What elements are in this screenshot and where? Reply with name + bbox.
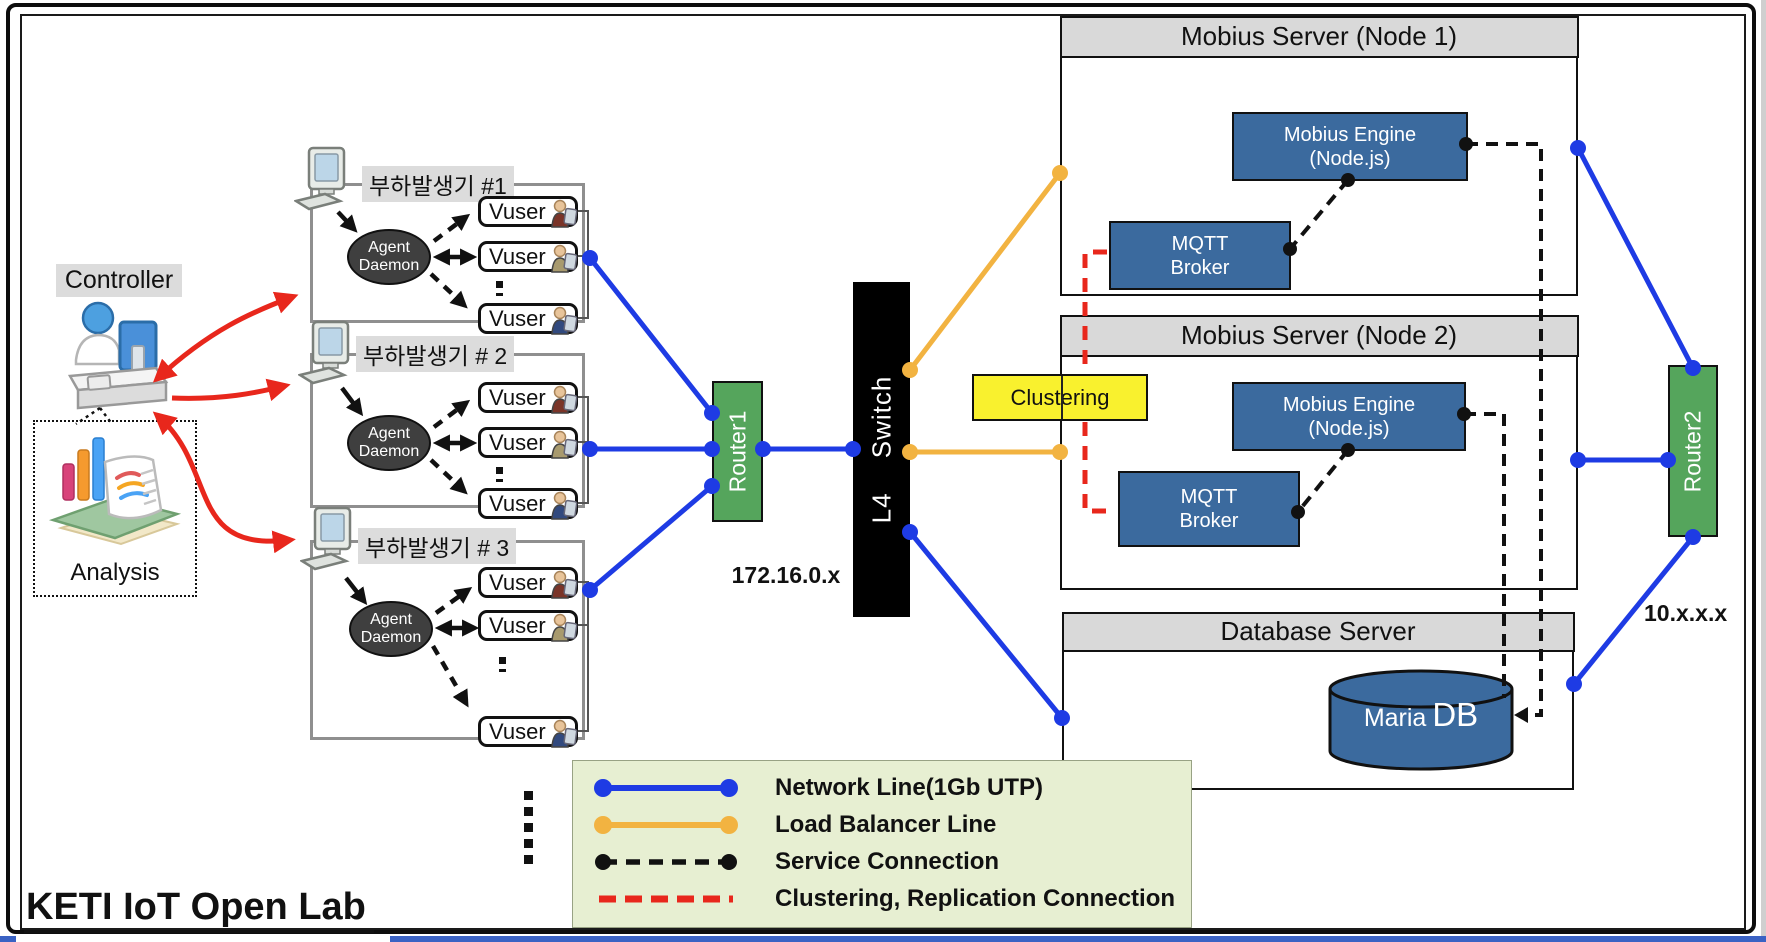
user-person-icon (549, 384, 579, 419)
agent-daemon-3: Agent Daemon (349, 601, 433, 657)
vuser-box: Vuser (478, 716, 578, 748)
legend-label: Service Connection (775, 847, 1000, 875)
vuser-box: Vuser (478, 196, 578, 228)
mariadb-label-part: DB (1432, 696, 1479, 733)
user-person-icon (549, 243, 579, 278)
screenshot-right-edge (1761, 0, 1766, 942)
controller-operator-icon (58, 296, 176, 419)
vuser-box: Vuser (478, 303, 578, 335)
outer-frame (6, 3, 1756, 934)
agent-daemon-2: Agent Daemon (347, 415, 431, 471)
agent-daemon-label: Agent (368, 424, 410, 442)
mobius-server-node1-title: Mobius Server (Node 1) (1059, 15, 1579, 58)
user-person-icon (549, 718, 579, 753)
controller-label: Controller (56, 264, 182, 297)
vuser-label: Vuser (489, 570, 546, 595)
agent-daemon-label: Agent (370, 610, 412, 628)
legend: Network Line(1Gb UTP) Load Balancer Line… (572, 760, 1192, 928)
mobius-server-node1: Mobius Server (Node 1) Mobius Engine (No… (1059, 15, 1579, 296)
analysis-panel: Analysis (33, 420, 197, 597)
mobius-engine-label: Mobius Engine (1283, 123, 1417, 146)
agent-daemon-label: Daemon (358, 443, 420, 460)
router1: Router1 (712, 381, 763, 522)
router2: Router2 (1668, 365, 1718, 537)
vuser-box: Vuser (478, 610, 578, 642)
vuser-box: Vuser (478, 488, 578, 520)
computer-icon (292, 146, 356, 219)
mqtt-broker-node1: MQTT Broker (1109, 221, 1291, 290)
agent-daemon-label: Daemon (358, 257, 420, 274)
load-generator-1-title: 부하발생기 #1 (362, 166, 514, 202)
computer-icon (296, 320, 360, 393)
network-line-sample-icon (594, 778, 738, 797)
load-generator-2-title: 부하발생기 # 2 (356, 336, 515, 372)
mobius-engine-label: (Node.js) (1308, 417, 1390, 440)
mobius-engine-label: (Node.js) (1309, 147, 1391, 170)
mobius-server-node2: Mobius Server (Node 2) Mobius Engine (No… (1059, 314, 1579, 590)
agent-daemon-label: Agent (368, 238, 410, 256)
subnet-label-public: 10.x.x.x (1644, 600, 1728, 626)
vuser-box: Vuser (478, 567, 578, 599)
legend-label: Load Balancer Line (775, 810, 997, 838)
page-title: KETI IoT Open Lab (24, 886, 374, 933)
bottom-accent-bar-left (0, 936, 16, 942)
agent-daemon-label: Daemon (360, 629, 422, 646)
legend-row-clustering: Clustering, Replication Connection (591, 880, 1191, 917)
l4-switch-label: L4 Switch (866, 375, 897, 524)
analysis-label: Analysis (70, 559, 160, 586)
analysis-chart-icon (45, 430, 187, 565)
mobius-server-node2-title: Mobius Server (Node 2) (1059, 314, 1579, 357)
user-person-icon (549, 198, 579, 233)
mobius-engine-node2: Mobius Engine (Node.js) (1232, 382, 1466, 451)
load-balancer-line-sample-icon (594, 815, 738, 834)
user-person-icon (549, 305, 579, 340)
clustering-tag: Clustering (972, 374, 1148, 421)
clustering-connection-sample-icon (599, 895, 733, 902)
vuser-label: Vuser (489, 430, 546, 455)
mqtt-broker-label: Broker (1179, 510, 1239, 532)
vuser-box: Vuser (478, 241, 578, 273)
router2-label: Router2 (1679, 410, 1706, 492)
agent-daemon-1: Agent Daemon (347, 229, 431, 285)
router1-label: Router1 (724, 410, 751, 493)
user-person-icon (549, 569, 579, 604)
computer-icon (298, 506, 362, 579)
legend-label: Network Line(1Gb UTP) (775, 773, 1044, 801)
mobius-engine-label: Mobius Engine (1282, 393, 1416, 416)
mariadb-label-part: Maria (1363, 704, 1427, 732)
vuser-label: Vuser (489, 385, 546, 410)
vuser-label: Vuser (489, 199, 546, 224)
vuser-label: Vuser (489, 491, 546, 516)
mqtt-broker-label: MQTT (1171, 232, 1229, 255)
l4-switch: L4 Switch (853, 282, 910, 617)
load-generator-3-title: 부하발생기 # 3 (358, 528, 517, 564)
vuser-label: Vuser (489, 719, 546, 744)
legend-row-loadbalancer: Load Balancer Line (591, 806, 1191, 843)
mobius-engine-node1: Mobius Engine (Node.js) (1232, 112, 1468, 181)
vuser-label: Vuser (489, 244, 546, 269)
node2-border-segment (1061, 376, 1063, 419)
subnet-label-local: 172.16.0.x (731, 562, 841, 588)
service-connection-sample-icon (595, 853, 737, 870)
bottom-accent-bar (390, 936, 1766, 942)
mqtt-broker-label: Broker (1170, 256, 1230, 279)
database-server-title: Database Server (1061, 611, 1575, 652)
vuser-box: Vuser (478, 382, 578, 414)
user-person-icon (549, 612, 579, 647)
user-person-icon (549, 490, 579, 525)
vuser-label: Vuser (489, 613, 546, 638)
vuser-box: Vuser (478, 427, 578, 459)
clustering-label: Clustering (1010, 384, 1110, 410)
user-person-icon (549, 429, 579, 464)
mqtt-broker-node2: MQTT Broker (1118, 471, 1300, 547)
legend-label: Clustering, Replication Connection (775, 884, 1176, 912)
mqtt-broker-label: MQTT (1180, 486, 1238, 508)
vuser-label: Vuser (489, 306, 546, 331)
legend-row-network: Network Line(1Gb UTP) (591, 769, 1191, 806)
legend-row-service: Service Connection (591, 843, 1191, 880)
inner-frame (20, 14, 1746, 930)
